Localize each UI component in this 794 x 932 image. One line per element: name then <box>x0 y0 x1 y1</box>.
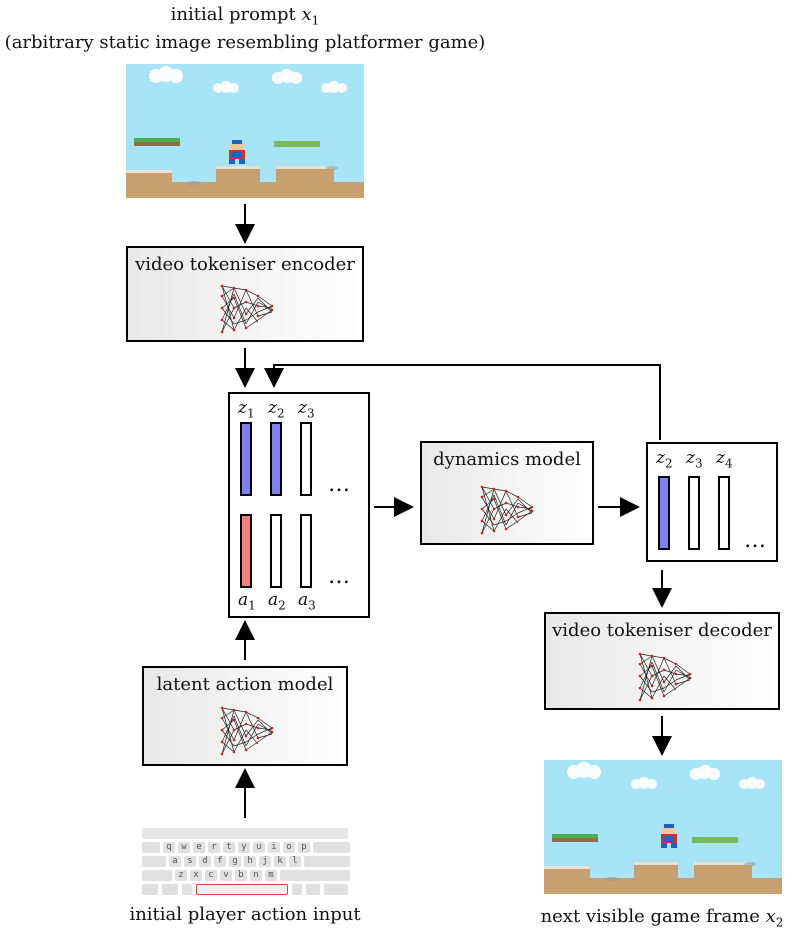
key-i: i <box>268 842 280 853</box>
token-z1 <box>240 422 252 496</box>
token-z2 <box>270 422 282 496</box>
decoder-label: video tokeniser decoder <box>552 620 772 641</box>
output-tokens-box: z2 z3 z4 … <box>646 442 778 562</box>
key-modifier <box>313 842 350 853</box>
key-alt <box>182 884 192 895</box>
key-p: p <box>298 842 310 853</box>
latent-action-model-box: latent action model <box>142 666 348 766</box>
token-out-z3-label: z3 <box>686 448 703 471</box>
key-l: l <box>289 856 301 867</box>
ellipsis-out: … <box>744 528 767 553</box>
token-z3 <box>300 422 312 496</box>
key-t: t <box>223 842 235 853</box>
key-s: s <box>184 856 196 867</box>
prompt-title: initial prompt x1 <box>171 4 320 28</box>
prompt-title-sub: 1 <box>311 13 320 28</box>
key-g: g <box>229 856 241 867</box>
token-a2-label: a2 <box>268 590 286 613</box>
token-z2-label: z2 <box>268 398 285 421</box>
next-frame-sub: 2 <box>775 915 784 930</box>
token-a3-label: a3 <box>298 590 316 613</box>
neural-net-icon <box>638 652 692 702</box>
dynamics-model-box: dynamics model <box>420 441 594 545</box>
input-tokens-box: z1 z2 z3 … … a1 a2 a3 <box>228 392 370 618</box>
next-game-frame <box>544 760 782 894</box>
key-modifier <box>280 870 350 881</box>
key-modifier <box>142 870 172 881</box>
next-frame-label: next visible game frame x2 <box>541 906 784 930</box>
token-z3-label: z3 <box>298 398 315 421</box>
next-frame-text: next visible game frame <box>540 906 760 927</box>
token-a3 <box>300 514 312 588</box>
next-frame-var: x <box>765 906 776 927</box>
ellipsis-bottom: … <box>328 564 351 589</box>
key-z: z <box>175 870 187 881</box>
lam-label: latent action model <box>156 674 334 695</box>
key-altgr <box>292 884 302 895</box>
token-out-z3 <box>688 476 700 550</box>
decoder-box: video tokeniser decoder <box>544 612 780 710</box>
key-x: x <box>190 870 202 881</box>
key-v: v <box>220 870 232 881</box>
token-out-z4-label: z4 <box>716 448 733 471</box>
neural-net-icon <box>480 485 534 535</box>
key-o: o <box>283 842 295 853</box>
prompt-title-text: initial prompt <box>170 4 296 25</box>
token-out-z2 <box>658 476 670 550</box>
token-a1-label: a1 <box>238 590 256 613</box>
token-a1 <box>240 514 252 588</box>
key-j: j <box>259 856 271 867</box>
key-d: d <box>199 856 211 867</box>
prompt-title-var: x <box>301 4 312 25</box>
spacebar-key <box>196 884 288 895</box>
key-c: c <box>205 870 217 881</box>
key-a: a <box>169 856 181 867</box>
prompt-subtitle: (arbitrary static image resembling platf… <box>4 32 486 53</box>
neural-net-icon <box>220 284 274 334</box>
key-fn <box>142 884 158 895</box>
token-out-z4 <box>718 476 730 550</box>
key-r: r <box>208 842 220 853</box>
neural-net-icon <box>220 706 274 756</box>
key-w: w <box>178 842 190 853</box>
key-b: b <box>235 870 247 881</box>
initial-game-frame <box>126 64 364 198</box>
encoder-label: video tokeniser encoder <box>135 254 355 275</box>
key-modifier <box>142 842 160 853</box>
key-menu <box>306 884 320 895</box>
encoder-box: video tokeniser encoder <box>126 246 364 342</box>
key-row-top <box>142 828 348 839</box>
key-k: k <box>274 856 286 867</box>
key-q: q <box>163 842 175 853</box>
key-ctrl-right <box>324 884 348 895</box>
key-ctrl <box>162 884 178 895</box>
key-y: y <box>238 842 250 853</box>
key-f: f <box>214 856 226 867</box>
token-a2 <box>270 514 282 588</box>
arrow-feedback-loop <box>264 364 661 440</box>
dynamics-label: dynamics model <box>433 449 581 470</box>
key-h: h <box>244 856 256 867</box>
key-e: e <box>193 842 205 853</box>
token-z1-label: z1 <box>238 398 255 421</box>
ellipsis-top: … <box>328 472 351 497</box>
player-action-label: initial player action input <box>129 904 361 925</box>
key-modifier <box>142 856 166 867</box>
key-modifier <box>304 856 350 867</box>
key-u: u <box>253 842 265 853</box>
token-out-z2-label: z2 <box>656 448 673 471</box>
key-m: m <box>265 870 277 881</box>
key-n: n <box>250 870 262 881</box>
